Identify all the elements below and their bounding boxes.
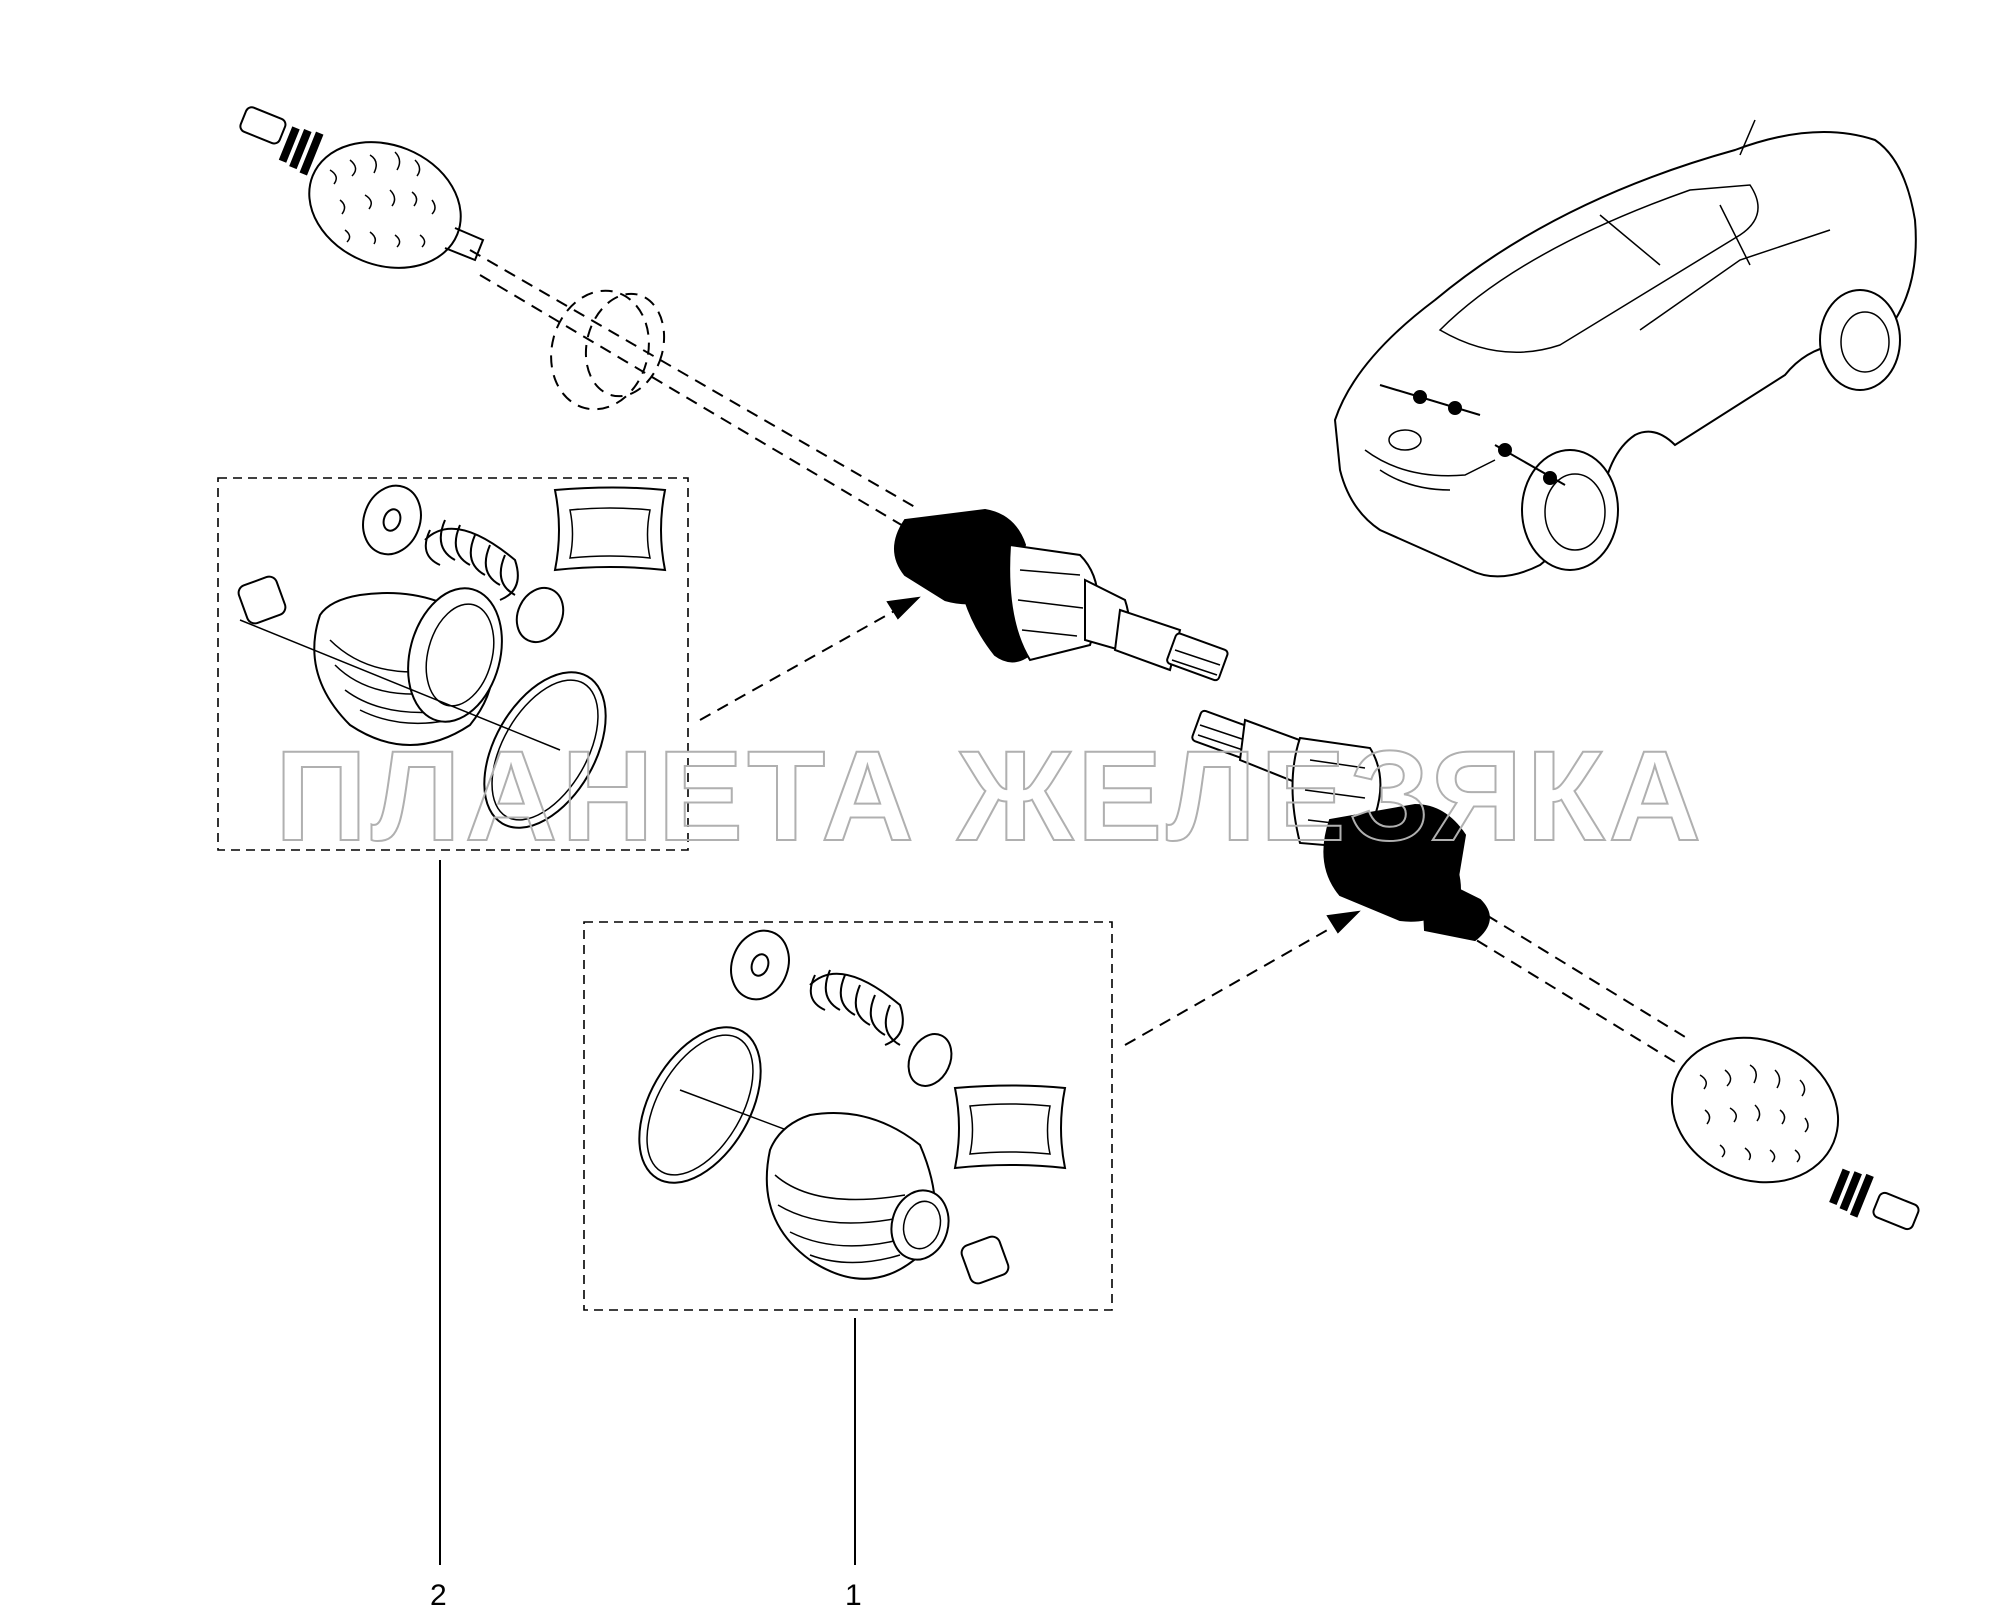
arrow-kit2 [699, 596, 921, 721]
damper-ghost [550, 289, 666, 411]
outer-cv-joint-left [239, 106, 485, 269]
shaft-dashed-upper [469, 249, 921, 511]
arrow-kit1 [1124, 910, 1361, 1046]
snap-ring-part [907, 1033, 953, 1087]
callout-1: 1 [845, 1579, 862, 1612]
kit-box-2 [217, 477, 689, 851]
shaft-dashed-lower [1469, 904, 1691, 1041]
boot-part [765, 1112, 950, 1280]
inner-cv-joint-right [1191, 709, 1490, 942]
grease-sachet-part [953, 1084, 1067, 1170]
inner-cv-joint-left [894, 508, 1229, 682]
grease-sachet-part [553, 486, 667, 572]
outer-cv-joint-right [1670, 1036, 1920, 1231]
large-clamp-part [483, 671, 607, 829]
shaft-dashed-upper-2 [479, 274, 911, 531]
boot-part [313, 587, 503, 746]
small-clamp-part [960, 1235, 1010, 1285]
callout-2: 2 [430, 1579, 447, 1612]
spring-part [424, 519, 519, 601]
shaft-dashed-lower-2 [1459, 929, 1681, 1066]
large-clamp-part [638, 1026, 762, 1184]
watermark: ПЛАНЕТА ЖЕЛЕЗЯКА [275, 725, 1705, 868]
kit-box-1 [583, 921, 1113, 1311]
snap-ring-part [515, 586, 565, 644]
small-clamp-part [237, 575, 287, 625]
vehicle-thumbnail [1333, 119, 1917, 578]
spring-part [809, 969, 904, 1046]
